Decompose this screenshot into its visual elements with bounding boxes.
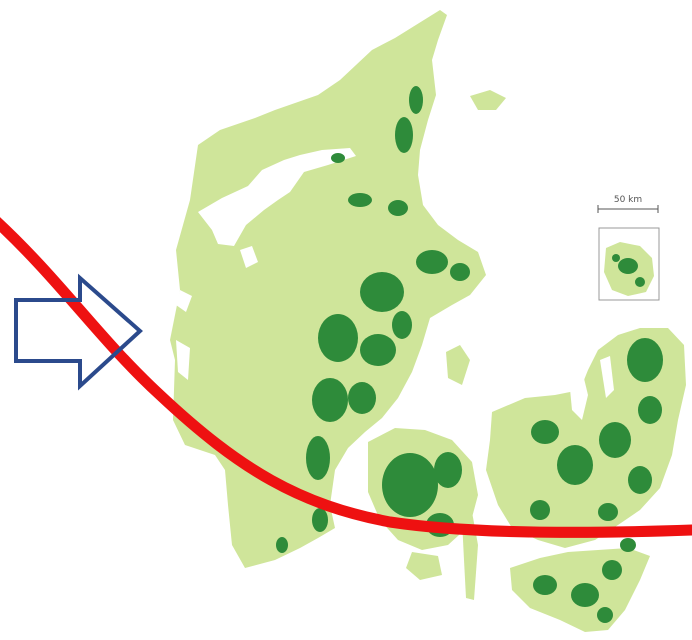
roskilde-fjord-water <box>600 356 614 398</box>
forest-patch <box>388 200 408 216</box>
bornholm-inset <box>598 227 660 301</box>
small-island <box>470 90 506 110</box>
forest-patch <box>571 583 599 607</box>
forest-patch <box>331 153 345 163</box>
limfjord-water <box>198 148 356 246</box>
forest-patch <box>598 503 618 521</box>
forest-patch <box>635 277 645 287</box>
forest-patch <box>318 314 358 362</box>
forest-patch <box>628 466 652 494</box>
scale-bar-label: 50 km <box>614 195 642 205</box>
forest-patch <box>312 378 348 422</box>
lagoon-water <box>240 246 258 268</box>
forest-patch <box>597 607 613 623</box>
lagoon-water <box>268 168 288 190</box>
forest-patch <box>533 575 557 595</box>
small-island <box>446 345 470 385</box>
scale-bar: 50 km <box>597 195 659 213</box>
forest-patch <box>416 250 448 274</box>
forest-patch <box>530 500 550 520</box>
small-island <box>406 552 442 580</box>
forest-patch <box>348 382 376 414</box>
forest-patch <box>382 453 438 517</box>
forest-patch <box>360 272 404 312</box>
forest-patch <box>620 538 636 552</box>
forest-patch <box>450 263 470 281</box>
forest-patch <box>599 422 631 458</box>
forest-patch <box>395 117 413 153</box>
isefjord-water <box>568 362 588 420</box>
forest-patch <box>618 258 638 274</box>
red-curve-annotation <box>0 217 692 538</box>
forest-patch <box>409 86 423 114</box>
forest-patch <box>360 334 396 366</box>
forest-patch <box>312 508 328 532</box>
forest-patch <box>557 445 593 485</box>
lagoon-water <box>176 290 192 312</box>
forest-patch <box>306 436 330 480</box>
forest-patch <box>392 311 412 339</box>
right-arrow-icon <box>14 273 143 391</box>
forest-patch <box>612 254 620 262</box>
forest-patch <box>602 560 622 580</box>
forest-patch <box>348 193 372 207</box>
lagoon-water <box>176 340 190 380</box>
forest-patch <box>434 452 462 488</box>
forest-patch <box>276 537 288 553</box>
forest-patches <box>276 86 663 623</box>
forest-patch <box>638 396 662 424</box>
forest-patch <box>531 420 559 444</box>
forest-patch <box>627 338 663 382</box>
